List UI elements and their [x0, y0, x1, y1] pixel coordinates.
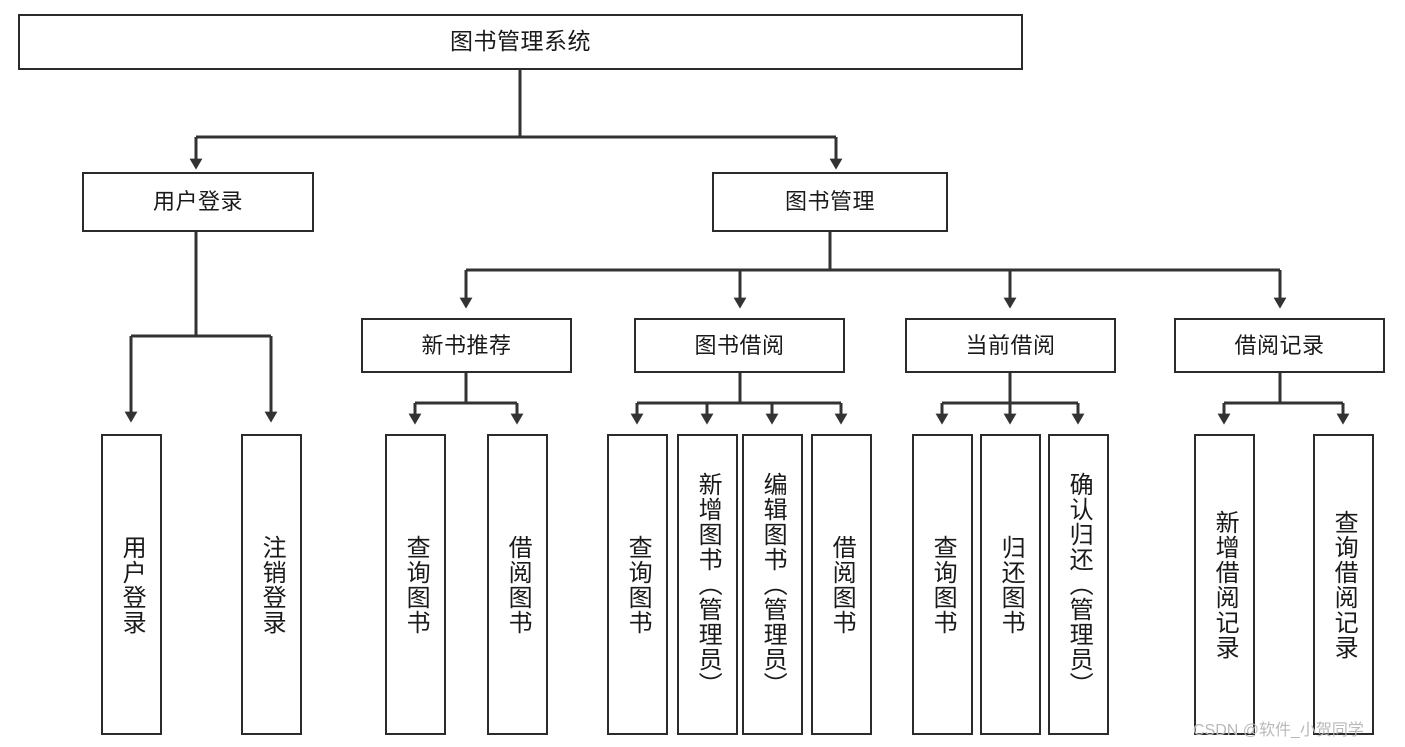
node-label: 新增借阅记录	[1211, 509, 1239, 660]
leaf-user-login[interactable]: 用户登录	[101, 434, 162, 735]
node-label: 查询图书	[929, 534, 957, 635]
leaf-current-confirm-return-admin[interactable]: 确认归还（管理员）	[1048, 434, 1109, 735]
node-label: 查询图书	[624, 534, 652, 635]
leaf-records-add-record[interactable]: 新增借阅记录	[1194, 434, 1255, 735]
node-label: 注销登录	[258, 534, 286, 635]
node-book-borrow[interactable]: 图书借阅	[634, 318, 845, 373]
node-label: 图书借阅	[694, 332, 785, 358]
leaf-borrow-borrow-book[interactable]: 借阅图书	[811, 434, 872, 735]
watermark-text: CSDN @软件_小贺同学	[1193, 722, 1364, 739]
node-label: 新书推荐	[421, 332, 512, 358]
node-root-system[interactable]: 图书管理系统	[18, 14, 1023, 70]
node-label: 借阅图书	[828, 534, 856, 635]
node-new-book-recommend[interactable]: 新书推荐	[361, 318, 572, 373]
node-current-borrow[interactable]: 当前借阅	[905, 318, 1116, 373]
leaf-user-logout[interactable]: 注销登录	[241, 434, 302, 735]
node-user-login[interactable]: 用户登录	[82, 172, 314, 232]
leaf-current-return-book[interactable]: 归还图书	[980, 434, 1041, 735]
node-label: 确认归还（管理员）	[1065, 472, 1093, 697]
node-label: 图书管理	[784, 189, 875, 215]
leaf-records-query-record[interactable]: 查询借阅记录	[1313, 434, 1374, 735]
node-label: 编辑图书（管理员）	[759, 472, 787, 697]
node-book-management[interactable]: 图书管理	[712, 172, 948, 232]
node-label: 归还图书	[997, 534, 1025, 635]
node-label: 查询图书	[402, 534, 430, 635]
node-label: 借阅记录	[1234, 332, 1325, 358]
leaf-borrow-query-book[interactable]: 查询图书	[607, 434, 668, 735]
node-label: 查询借阅记录	[1330, 509, 1358, 660]
leaf-borrow-edit-book-admin[interactable]: 编辑图书（管理员）	[742, 434, 803, 735]
leaf-newbook-borrow-book[interactable]: 借阅图书	[487, 434, 548, 735]
node-label: 当前借阅	[965, 332, 1056, 358]
node-label: 用户登录	[118, 534, 146, 635]
node-label: 新增图书（管理员）	[694, 472, 722, 697]
node-label: 图书管理系统	[450, 28, 591, 55]
node-label: 用户登录	[152, 189, 243, 215]
leaf-newbook-query-book[interactable]: 查询图书	[385, 434, 446, 735]
node-label: 借阅图书	[504, 534, 532, 635]
node-borrow-records[interactable]: 借阅记录	[1174, 318, 1385, 373]
leaf-current-query-book[interactable]: 查询图书	[912, 434, 973, 735]
leaf-borrow-add-book-admin[interactable]: 新增图书（管理员）	[677, 434, 738, 735]
